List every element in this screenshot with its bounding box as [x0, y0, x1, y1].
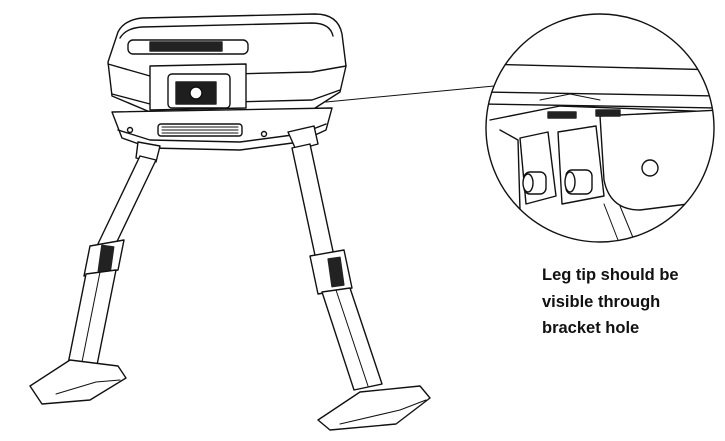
- callout-line-2: visible through: [542, 292, 661, 311]
- detail-view: [486, 14, 714, 242]
- right-leg: [291, 143, 431, 431]
- detail-bracket-plate: [599, 109, 714, 211]
- callout-line-1: Leg tip should be: [542, 266, 679, 284]
- lid-handle-grip: [149, 41, 223, 52]
- detail-magnifier-ring: [485, 13, 715, 243]
- left-leg-upper-tube: [95, 155, 157, 253]
- callout-line-3: bracket hole: [542, 319, 640, 337]
- vent-slats: [161, 126, 239, 134]
- base-screw-left: [126, 126, 134, 134]
- grill-body: [107, 13, 347, 163]
- detail-bracket-hole: [641, 159, 659, 177]
- base-screw-right: [260, 130, 268, 138]
- callout-leader-line: [325, 85, 495, 103]
- right-leg-upper-tube: [291, 143, 335, 261]
- control-knob: [189, 86, 203, 100]
- left-leg-lower-tube: [65, 269, 117, 375]
- detail-pins: [522, 169, 593, 195]
- right-lock-clip: [327, 256, 345, 288]
- left-foot-pad: [55, 379, 121, 395]
- lid-top-ridge: [119, 22, 334, 39]
- detail-base-underside: [486, 63, 714, 109]
- right-foot: [317, 385, 431, 431]
- left-leg: [29, 155, 157, 405]
- callout-text: Leg tip should be visible through bracke…: [542, 262, 722, 342]
- right-foot-pad: [339, 399, 427, 425]
- left-foot: [29, 359, 127, 405]
